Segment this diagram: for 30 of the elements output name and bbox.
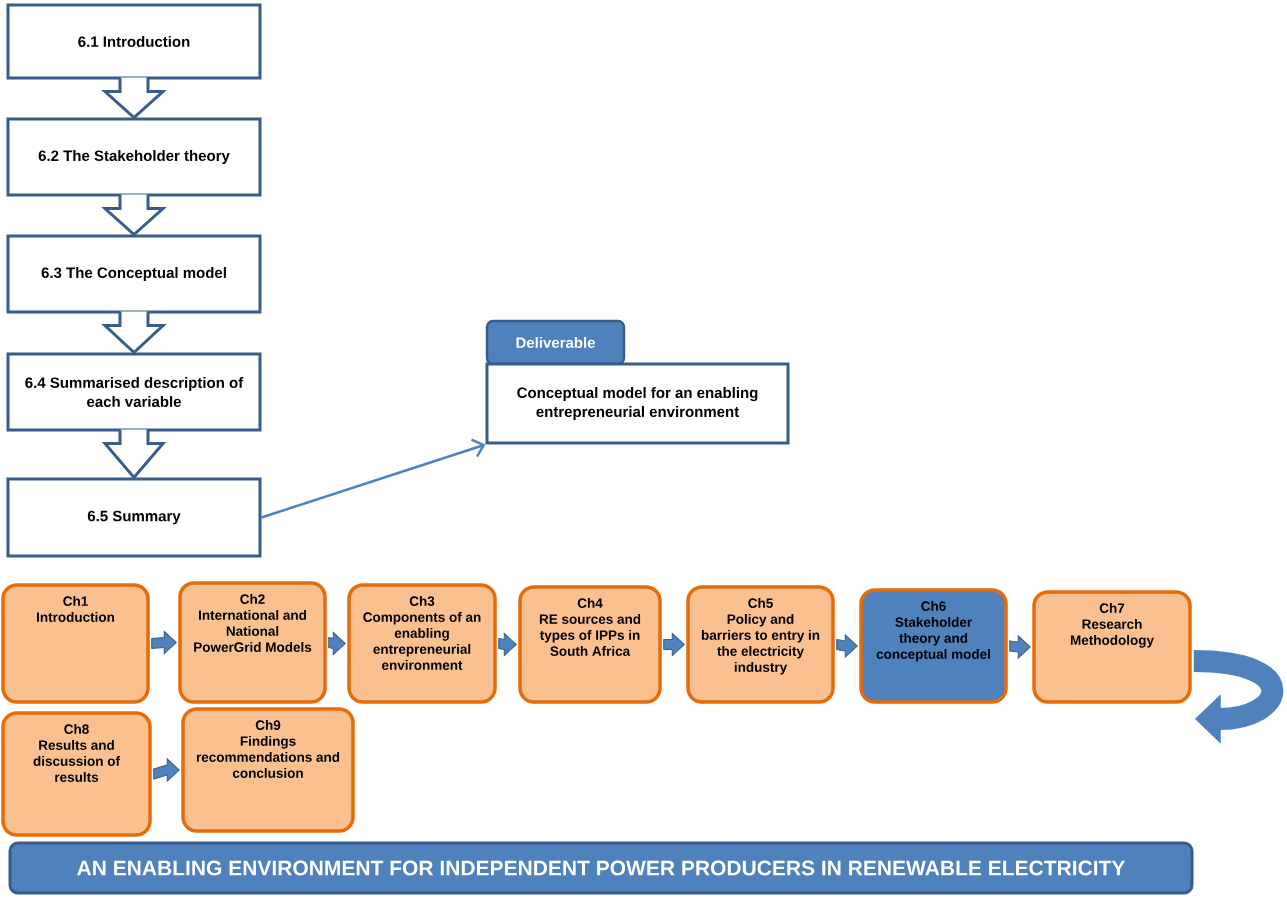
- block-arrow: [153, 758, 180, 782]
- hollow-arrow: [101, 76, 167, 120]
- block-arrow: [663, 633, 685, 656]
- chapter-box: Ch9 Findings recommendations and conclusion: [181, 707, 355, 833]
- section-box: Conceptual model for an enabling entrepreneurial environment: [485, 362, 790, 445]
- block-arrow: [1009, 635, 1031, 659]
- section-box: 6.4 Summarised description of each variable: [6, 352, 262, 432]
- hollow-arrow: [101, 310, 167, 355]
- chapter-box: Ch3 Components of an enabling entrepreneurial environment: [347, 583, 497, 704]
- chapter-box: Ch2 International and National PowerGrid Models: [178, 581, 327, 704]
- section-box: 6.2 The Stakeholder theory: [6, 117, 262, 197]
- section-box: 6.1 Introduction: [6, 3, 262, 80]
- chapter-box: Ch8 Results and discussion of results: [1, 711, 152, 837]
- block-arrow: [151, 631, 177, 654]
- chapter-box: Ch5 Policy and barriers to entry in the electricity industry: [686, 585, 835, 704]
- deliverable-tab: Deliverable: [485, 319, 626, 366]
- title-banner: AN ENABLING ENVIRONMENT FOR INDEPENDENT POWER PRODUCERS IN RENEWABLE ELECTRICITY: [8, 841, 1194, 895]
- block-arrow: [836, 634, 858, 658]
- block-arrow: [328, 632, 346, 655]
- arrow: [261, 438, 486, 519]
- hollow-arrow: [101, 428, 167, 480]
- section-box: 6.5 Summary: [6, 477, 262, 558]
- block-arrow: [498, 633, 517, 656]
- chapter-box: Ch6 Stakeholder theory and conceptual model: [859, 588, 1008, 704]
- chapter-box: Ch4 RE sources and types of IPPs in South Africa: [518, 585, 662, 704]
- chapter-box: Ch1 Introduction: [1, 583, 150, 704]
- section-box: 6.3 The Conceptual model: [6, 234, 262, 314]
- hollow-arrow: [101, 193, 167, 237]
- curved-arrow: [1193, 650, 1284, 744]
- chapter-box: Ch7 Research Methodology: [1032, 590, 1192, 704]
